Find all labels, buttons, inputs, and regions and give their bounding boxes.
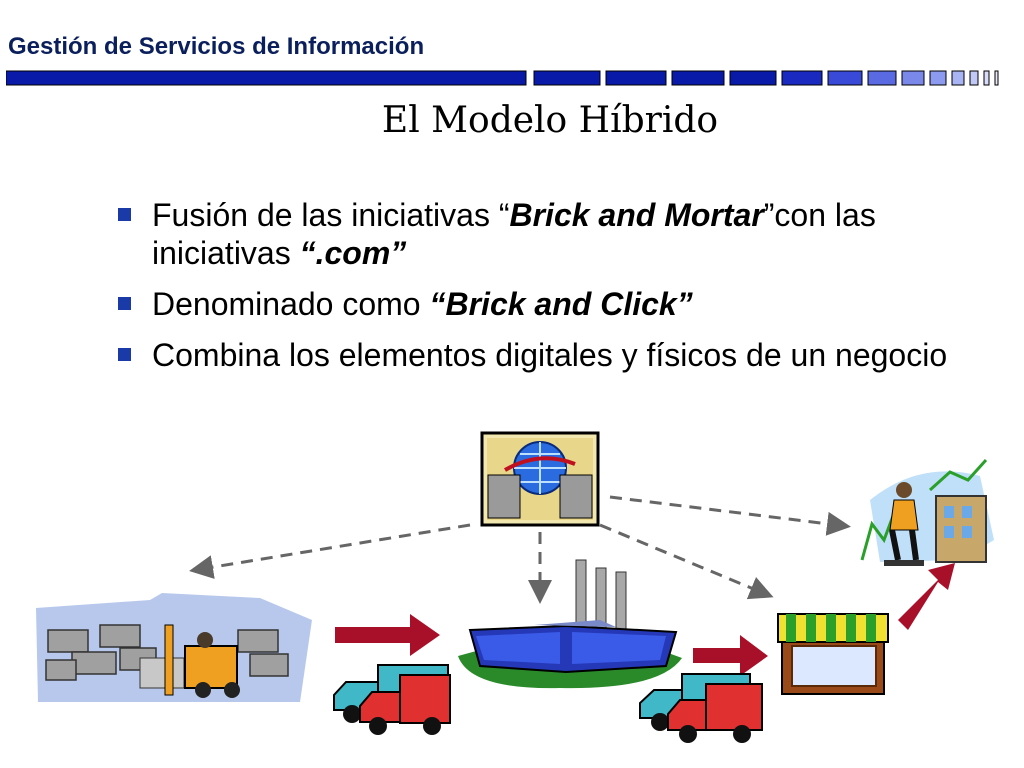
slide-title: El Modelo Híbrido [381, 100, 719, 141]
computer-globe-icon [480, 431, 600, 527]
bullet-item: Fusión de las iniciativas “Brick and Mor… [112, 196, 972, 272]
delivery-truck-icon [333, 664, 451, 735]
delivery-truck-icon [639, 673, 763, 743]
warehouse-forklift-icon [36, 593, 312, 702]
square-bullet-icon [118, 208, 131, 221]
storefront-icon [777, 613, 889, 695]
bullet-text: Fusión de las iniciativas “ [152, 197, 510, 233]
dashed-arrows [189, 495, 851, 604]
bullet-item: Combina los elementos digitales y físico… [112, 336, 972, 374]
bullet-text: Combina los elementos digitales y físico… [152, 337, 948, 373]
bullet-text: Denominado como [152, 286, 430, 322]
square-bullet-icon [118, 348, 131, 361]
header-title: Gestión de Servicios de Información [8, 33, 425, 60]
customer-shopping-icon [860, 458, 994, 566]
bullet-list: Fusión de las iniciativas “Brick and Mor… [112, 196, 972, 387]
bullet-item: Denominado como “Brick and Click” [112, 285, 972, 323]
bullet-text: ”con las iniciativas [152, 197, 876, 271]
bullet-emphasis: “.com” [299, 235, 407, 271]
header-bar-strip [6, 70, 999, 86]
hybrid-model-illustration [36, 431, 994, 743]
factory-icon [458, 559, 682, 689]
bullet-emphasis: Brick and Mortar [509, 197, 764, 233]
square-bullet-icon [118, 297, 131, 310]
flow-arrows [335, 563, 955, 676]
bullet-emphasis: “Brick and Click” [429, 286, 693, 322]
